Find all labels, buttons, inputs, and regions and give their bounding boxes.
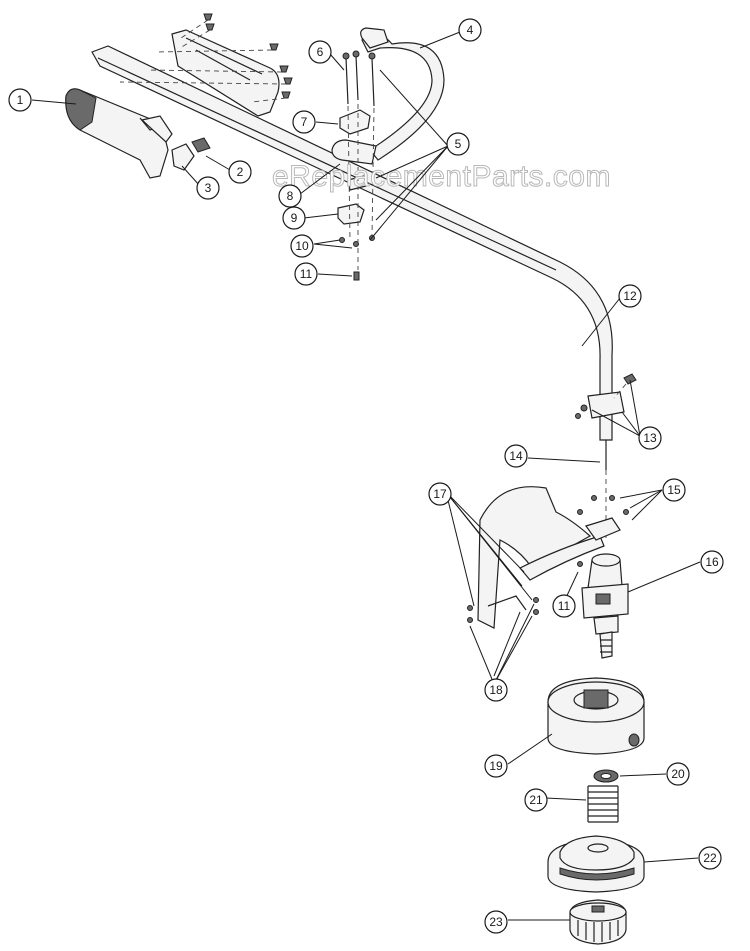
callout-9: 9 — [282, 206, 306, 230]
callout-6: 6 — [308, 40, 332, 64]
debris-guard — [467, 486, 605, 629]
watermark-text: eReplacementParts.com — [272, 160, 611, 193]
callout-label: 14 — [509, 449, 523, 463]
callout-label: 17 — [433, 487, 447, 501]
callout-22: 22 — [698, 846, 722, 870]
callout-label: 8 — [287, 189, 294, 203]
callout-label: 7 — [301, 115, 308, 129]
leader-lines — [31, 31, 701, 921]
callout-label: 1 — [17, 93, 24, 107]
callout-15: 15 — [662, 478, 686, 502]
callout-3: 3 — [196, 176, 220, 200]
callout-label: 19 — [489, 759, 503, 773]
callout-7: 7 — [292, 110, 316, 134]
callout-11-lower: 11 — [552, 594, 576, 618]
callout-label: 13 — [643, 431, 657, 445]
callout-18: 18 — [484, 678, 508, 702]
callout-21: 21 — [524, 788, 548, 812]
throttle-trigger — [171, 143, 195, 171]
washer — [593, 769, 619, 783]
callout-label: 21 — [529, 793, 543, 807]
housing-screws — [119, 13, 293, 103]
callout-14: 14 — [504, 444, 528, 468]
callout-label: 11 — [558, 599, 571, 613]
callout-label: 20 — [671, 767, 685, 781]
loop-handle — [360, 27, 445, 161]
callout-label: 22 — [703, 851, 717, 865]
clamp-bolts — [339, 50, 376, 281]
callout-5: 5 — [446, 132, 470, 156]
trigger-spring — [191, 137, 211, 153]
callout-label: 2 — [237, 165, 244, 179]
spool-housing — [547, 677, 645, 755]
callout-label: 3 — [205, 181, 212, 195]
callout-2: 2 — [228, 160, 252, 184]
callout-label: 15 — [667, 483, 681, 497]
callout-label: 12 — [623, 289, 637, 303]
callout-label: 16 — [705, 555, 719, 569]
line-spool — [547, 835, 645, 893]
callout-10: 10 — [290, 234, 314, 258]
callout-label: 23 — [489, 915, 503, 929]
rear-handle-grip — [65, 88, 173, 179]
callout-19: 19 — [484, 754, 508, 778]
callout-11-upper: 11 — [294, 262, 318, 286]
bump-knob — [569, 899, 627, 945]
handle-clamp — [331, 109, 377, 225]
shaft-clamp-collar — [575, 373, 637, 419]
callout-label: 6 — [317, 45, 324, 59]
guard-bracket — [577, 495, 629, 541]
callout-label: 9 — [291, 211, 298, 225]
drive-shaft-tube — [91, 45, 613, 441]
callout-label: 5 — [455, 137, 462, 151]
callout-17: 17 — [428, 482, 452, 506]
callout-12: 12 — [618, 284, 642, 308]
callout-label: 10 — [295, 239, 309, 253]
callout-1: 1 — [8, 88, 32, 112]
callout-label: 4 — [467, 23, 474, 37]
callout-8: 8 — [278, 184, 302, 208]
spring — [587, 785, 619, 823]
callout-23: 23 — [484, 910, 508, 934]
callout-4: 4 — [458, 18, 482, 42]
gear-head-housing — [577, 553, 629, 659]
callout-16: 16 — [700, 550, 724, 574]
callout-label: 18 — [489, 683, 503, 697]
callout-13: 13 — [638, 426, 662, 450]
callout-20: 20 — [666, 762, 690, 786]
callout-label: 11 — [300, 267, 313, 281]
